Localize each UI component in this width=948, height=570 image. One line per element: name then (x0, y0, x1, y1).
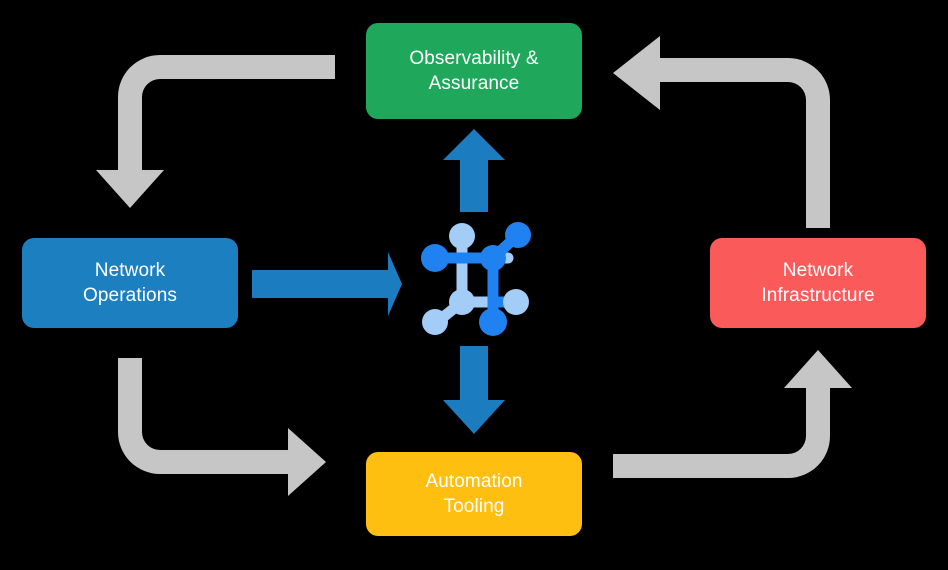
arrow-center-to-observability (443, 129, 505, 212)
arrow-operations-to-automation (118, 358, 326, 496)
arrow-operations-to-center (252, 252, 402, 316)
node-automation-tooling[interactable]: Automation Tooling (366, 452, 582, 536)
topology-light-nodes (422, 223, 529, 335)
node-observability-label: Observability & Assurance (409, 47, 539, 94)
node-operations-label: Network Operations (83, 259, 177, 306)
arrow-observability-to-operations (96, 55, 335, 208)
network-topology-icon (421, 222, 531, 336)
node-network-operations[interactable]: Network Operations (22, 238, 238, 328)
arrow-center-to-automation (443, 346, 505, 434)
arrow-infrastructure-to-observability (613, 36, 830, 228)
node-automation-label: Automation Tooling (425, 470, 523, 517)
node-network-infrastructure[interactable]: Network Infrastructure (710, 238, 926, 328)
topology-strong-nodes (421, 222, 531, 336)
node-infrastructure-label: Network Infrastructure (761, 259, 875, 306)
arrow-automation-to-infrastructure (613, 350, 852, 478)
node-observability-assurance[interactable]: Observability & Assurance (366, 23, 582, 119)
